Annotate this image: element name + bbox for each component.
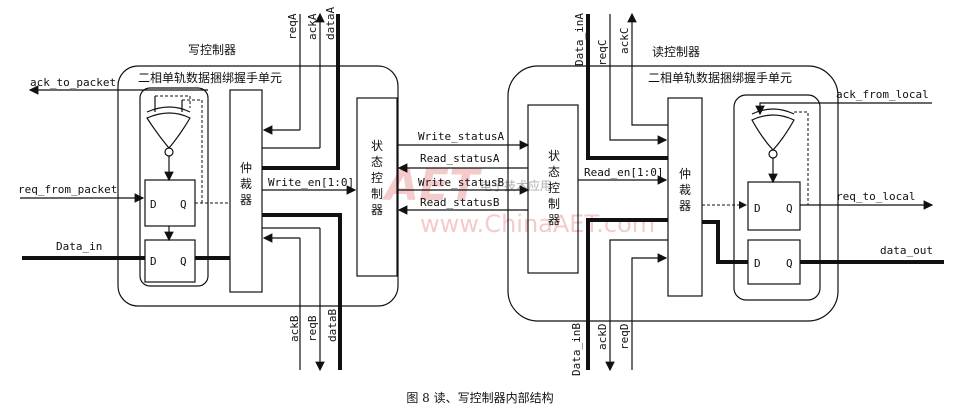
- write-handshake-title: 二相单轨数据捆绑握手单元: [138, 70, 282, 85]
- ackA-label: ackA: [306, 13, 319, 40]
- xor-gate-icon: [146, 112, 191, 149]
- write-statusA-label: Write_statusA: [418, 130, 504, 143]
- write-statusB-label: Write_statusB: [418, 176, 504, 189]
- write-dff-2-d: D: [150, 255, 157, 268]
- ackB-label: ackB: [288, 315, 301, 342]
- xor-gate-icon: [751, 114, 795, 151]
- write-status-label: 状态控制器: [371, 139, 383, 217]
- data-in-label: Data_in: [56, 240, 102, 253]
- read-dff-2-q: Q: [786, 257, 793, 270]
- read-handshake-title: 二相单轨数据捆绑握手单元: [648, 70, 792, 85]
- reqC-label: reqC: [596, 40, 609, 67]
- write-arbiter: [229, 89, 263, 293]
- read-dff-1-d: D: [754, 202, 761, 215]
- inverter-bubble-icon: [164, 147, 174, 157]
- data-out-label: data_out: [880, 244, 933, 257]
- inverter-bubble-icon: [768, 149, 778, 159]
- write-controller-box: [117, 65, 399, 307]
- data-inB-label: Data_inB: [570, 323, 583, 376]
- read-status-controller: [527, 104, 579, 274]
- data-inA-label: Data_inA: [573, 13, 586, 66]
- read-controller-title: 读控制器: [652, 45, 700, 59]
- reqB-label: reqB: [306, 315, 319, 342]
- read-dff-2-d: D: [754, 257, 761, 270]
- read-statusB-label: Read_statusB: [420, 196, 500, 209]
- write-handshake-box: [139, 87, 209, 287]
- dataA-label: dataA: [324, 7, 337, 40]
- read-statusA-label: Read_statusA: [420, 152, 500, 165]
- figure-caption: 图 8 读、写控制器内部结构: [406, 390, 553, 405]
- reqD-label: reqD: [618, 324, 631, 351]
- write-dff-1-d: D: [150, 198, 157, 211]
- ack-from-local-label: ack_from_local: [836, 88, 929, 101]
- read-dff-1: [747, 181, 801, 231]
- read-handshake-box: [733, 94, 821, 301]
- write-dff-2-q: Q: [180, 255, 187, 268]
- write-en-label: Write_en[1:0]: [268, 176, 354, 189]
- ackD-label: ackD: [596, 324, 609, 351]
- write-dff-1-q: Q: [180, 198, 187, 211]
- watermark-url: www.ChinaAET.com: [420, 210, 655, 238]
- dataB-label: dataB: [326, 309, 339, 342]
- read-arbiter-label: 仲裁器: [679, 167, 691, 213]
- ackC-label: ackC: [618, 28, 631, 55]
- read-controller: 读控制器 二相单轨数据捆绑握手单元 状态控制器 仲裁器 D Q D Q Data…: [507, 13, 944, 376]
- reqA-label: reqA: [286, 13, 299, 40]
- read-arbiter: [667, 97, 703, 297]
- read-dff-1-q: Q: [786, 202, 793, 215]
- ack-to-packet-label: ack_to_packet: [30, 76, 116, 89]
- req-to-local-label: req_to_local: [836, 190, 915, 203]
- watermark-logo: 电子技术应用: [480, 178, 552, 193]
- write-status-controller: [356, 97, 398, 277]
- write-controller-title: 写控制器: [188, 43, 236, 57]
- read-en-label: Read_en[1:0]: [584, 166, 663, 179]
- status-signals: Write_statusA Read_statusA Write_statusB…: [397, 130, 530, 215]
- write-arbiter-label: 仲裁器: [240, 161, 252, 207]
- read-status-label: 状态控制器: [548, 149, 560, 227]
- write-controller: 写控制器 二相单轨数据捆绑握手单元 D Q D Q 仲裁器 状态控制器: [18, 7, 399, 372]
- req-from-packet-label: req_from_packet: [18, 183, 117, 196]
- read-controller-box: [507, 65, 839, 322]
